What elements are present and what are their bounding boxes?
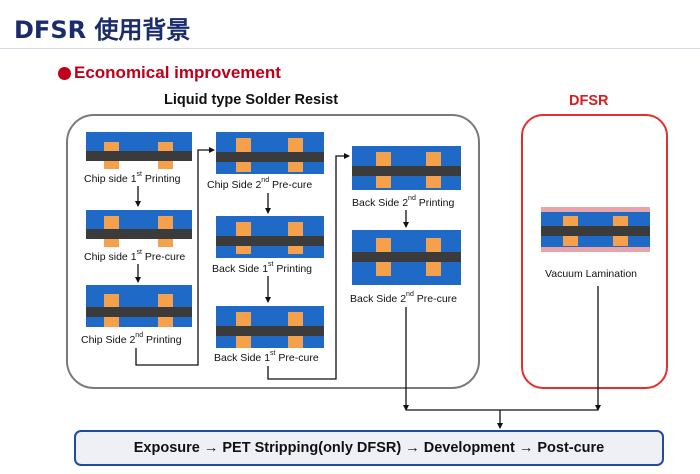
process-text: Exposure → PET Stripping(only DFSR) → De… (133, 440, 605, 456)
pcb-back-side-1st-printing (216, 216, 324, 258)
pcb-chip-side-1st-printing (86, 132, 192, 169)
step-label-chip-2nd-printing: Chip Side 2nd Printing (81, 332, 182, 346)
pcb-back-side-2nd-precure (352, 230, 461, 285)
step-label-chip-1st-precure: Chip side 1st Pre-cure (84, 249, 186, 263)
pcb-chip-side-1st-precure (86, 210, 192, 247)
pcb-chip-side-2nd-precure (216, 132, 324, 174)
post-process-steps: Exposure → PET Stripping(only DFSR) → De… (74, 430, 664, 466)
dfsr-group-label: DFSR (569, 93, 609, 109)
step-label-vacuum-lamination: Vacuum Lamination (545, 268, 638, 280)
section-subtitle: Economical improvement (58, 63, 281, 83)
title-divider (0, 48, 700, 49)
step-label-back-1st-precure: Back Side 1st Pre-cure (214, 350, 319, 364)
pcb-dfsr-laminated (541, 207, 650, 252)
liquid-group-label: Liquid type Solder Resist (164, 92, 339, 108)
step-label-chip-1st-printing: Chip side 1st Printing (84, 171, 181, 185)
page-title: DFSR 使用背景 (14, 16, 191, 44)
step-label-back-2nd-precure: Back Side 2nd Pre-cure (350, 291, 458, 305)
dfsr-process-frame (521, 114, 668, 389)
liquid-process-frame (66, 114, 480, 389)
pcb-back-side-1st-precure (216, 306, 324, 348)
step-label-back-1st-printing: Back Side 1st Printing (212, 261, 313, 275)
bullet-icon (58, 66, 71, 80)
step-label-back-2nd-printing: Back Side 2nd Printing (352, 195, 455, 209)
pcb-chip-side-2nd-printing (86, 285, 192, 327)
step-label-chip-2nd-precure: Chip Side 2nd Pre-cure (207, 177, 313, 191)
subtitle-text: Economical improvement (74, 63, 281, 82)
pcb-back-side-2nd-printing (352, 146, 461, 190)
